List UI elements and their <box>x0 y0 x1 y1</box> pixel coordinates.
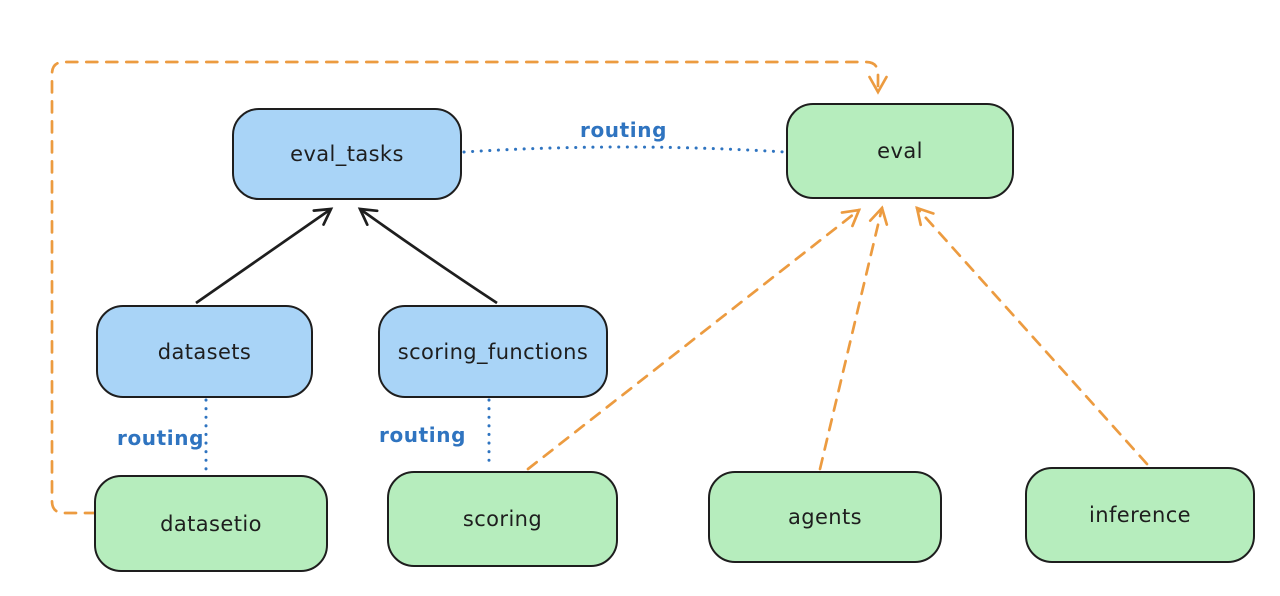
node-datasetio: datasetio <box>94 475 328 572</box>
node-eval: eval <box>786 103 1014 199</box>
node-inference: inference <box>1025 467 1255 563</box>
edge-scoring-functions-to-eval-tasks <box>357 207 498 305</box>
edge-inference-to-eval <box>915 205 1149 466</box>
edge-eval-tasks-to-eval-routing <box>462 145 787 154</box>
routing-label-eval-tasks-eval: routing <box>580 118 668 142</box>
node-scoring: scoring <box>387 471 618 567</box>
edge-scoring-to-eval <box>526 208 862 471</box>
edge-datasetio-to-eval <box>50 60 888 515</box>
node-scoring-functions-label: scoring_functions <box>397 339 589 364</box>
edge-datasets-to-eval-tasks <box>195 207 334 305</box>
node-agents-label: agents <box>787 505 862 529</box>
routing-label-datasets-datasetio: routing <box>117 426 205 450</box>
routing-label-scoring-functions-scoring: routing <box>379 423 467 447</box>
node-datasetio-label: datasetio <box>160 511 262 536</box>
node-agents: agents <box>708 471 942 563</box>
node-datasets-label: datasets <box>157 339 252 364</box>
edge-agents-to-eval <box>818 205 889 471</box>
node-eval-tasks-label: eval_tasks <box>290 142 404 166</box>
node-scoring-label: scoring <box>462 507 543 531</box>
node-scoring-functions: scoring_functions <box>378 305 608 398</box>
node-eval-label: eval <box>877 139 923 163</box>
node-eval-tasks: eval_tasks <box>232 108 462 200</box>
node-datasets: datasets <box>96 305 313 398</box>
node-inference-label: inference <box>1089 503 1191 527</box>
